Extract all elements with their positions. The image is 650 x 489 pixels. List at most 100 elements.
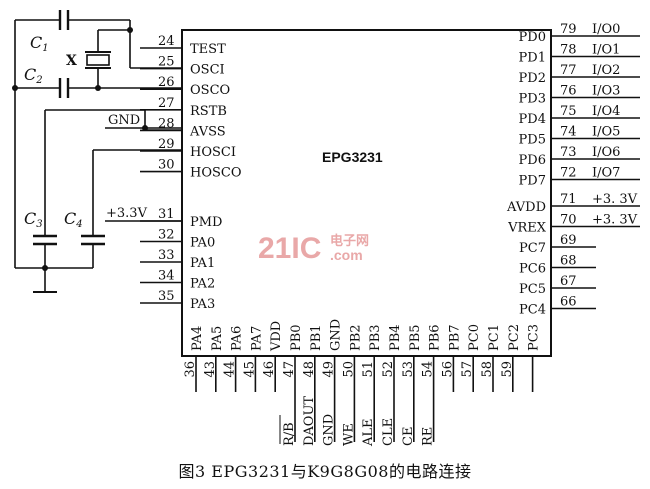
left-pin-number: 35 — [158, 289, 175, 304]
left-pin-number: 27 — [158, 96, 175, 111]
external-circuit — [14, 10, 182, 293]
bottom-pin-name: PB1 — [309, 324, 324, 351]
right-pin-number: 79 — [560, 22, 577, 37]
left-pin-number: 25 — [158, 55, 175, 70]
right-pin-name: PD2 — [519, 71, 546, 86]
right-pin-number: 78 — [560, 43, 577, 58]
left-pin-name: HOSCO — [190, 166, 242, 181]
right-pin-number: 76 — [560, 84, 577, 99]
bottom-pin-number: 50 — [341, 361, 356, 378]
right-pin-signal: I/O1 — [592, 43, 620, 58]
right-pin-name: PD1 — [519, 51, 546, 66]
bottom-pin-name: GND — [329, 319, 344, 351]
c4-label: C4 — [64, 209, 83, 230]
right-pin-signal: I/O4 — [592, 104, 620, 119]
right-pin-name: PC5 — [519, 282, 546, 297]
right-pin-signal: I/O7 — [592, 166, 620, 181]
bottom-pin-name: PC1 — [487, 324, 502, 351]
right-pin-signal: I/O3 — [592, 84, 620, 99]
right-pin-name: PD4 — [519, 112, 546, 127]
c3-label: C3 — [24, 209, 43, 230]
left-pin-name: OSCO — [190, 83, 230, 98]
bottom-pin-signal: ALE — [361, 418, 376, 447]
bottom-pin-name: PB7 — [447, 324, 462, 351]
bottom-pin-number: 53 — [401, 361, 416, 378]
bottom-pin-name: PA6 — [230, 326, 245, 351]
bottom-pin-signal: R/B — [282, 422, 297, 446]
right-pin-name: VREX — [507, 221, 547, 236]
right-pin-number: 71 — [560, 192, 577, 207]
left-pin-number: 31 — [158, 207, 175, 222]
right-pin-signal: I/O0 — [592, 22, 620, 37]
left-pin-number: 33 — [158, 248, 175, 263]
bottom-pin-number: 51 — [361, 361, 376, 378]
bottom-pin-number: 54 — [421, 361, 436, 378]
gnd-label: GND — [108, 113, 140, 128]
right-pin-name: PD3 — [519, 92, 546, 107]
junction-dot — [12, 85, 18, 91]
bottom-pin-number: 52 — [381, 361, 396, 378]
left-pin-number: 24 — [158, 34, 175, 49]
junction-dot — [142, 125, 148, 131]
right-pin-number: 73 — [560, 145, 577, 160]
watermark-sub1: 电子网 — [330, 233, 369, 248]
bottom-pin-name: PB3 — [368, 324, 383, 351]
right-pin-number: 72 — [560, 166, 577, 181]
bottom-pin-number: 57 — [460, 361, 475, 378]
bottom-pin-name: PB0 — [289, 324, 304, 351]
bottom-pin-name: PC2 — [507, 324, 522, 351]
right-pin-name: PD6 — [519, 153, 546, 168]
bottom-pin-name: PA5 — [210, 326, 225, 351]
vcc-label: +3.3V — [106, 206, 148, 221]
bottom-pin-name: PC3 — [527, 324, 542, 351]
left-pin-group: 24TEST25OSCI26OSCO27RSTB28AVSS29HOSCI30H… — [140, 34, 242, 312]
c1-label: C1 — [30, 33, 49, 54]
bottom-pin-name: PB6 — [428, 324, 443, 351]
left-pin-number: 30 — [158, 158, 175, 173]
bottom-pin-number: 45 — [242, 361, 257, 378]
watermark-sub2: .com — [330, 247, 363, 263]
right-pin-signal: I/O6 — [592, 145, 620, 160]
right-pin-signal: I/O5 — [592, 125, 620, 140]
bottom-pin-number: 44 — [223, 361, 238, 378]
left-pin-number: 29 — [158, 137, 175, 152]
bottom-pin-name: PB5 — [408, 324, 423, 351]
left-pin-name: PA0 — [190, 236, 215, 251]
bottom-pin-signal: GND — [322, 414, 337, 446]
bottom-pin-number: 56 — [440, 361, 455, 378]
bottom-pin-number: 36 — [183, 361, 198, 378]
left-pin-number: 34 — [158, 269, 175, 284]
bottom-pin-name: PC0 — [467, 324, 482, 351]
right-pin-name: PC7 — [519, 241, 546, 256]
left-pin-name: PMD — [190, 215, 222, 230]
right-pin-name: PD5 — [519, 133, 546, 148]
right-pin-name: PC6 — [519, 262, 546, 277]
right-pin-signal: +3. 3V — [592, 213, 638, 228]
right-pin-number: 70 — [560, 213, 577, 228]
bottom-pin-number: 58 — [480, 361, 495, 378]
bottom-pin-number: 59 — [500, 361, 515, 378]
junction-dot — [95, 85, 101, 91]
right-pin-number: 67 — [560, 274, 577, 289]
crystal-label: X — [66, 53, 77, 69]
left-pin-number: 32 — [158, 228, 175, 243]
bottom-pin-number: 46 — [262, 361, 277, 378]
figure-caption: 图3 EPG3231与K9G8G08的电路连接 — [178, 462, 472, 481]
right-pin-name: PC4 — [519, 303, 546, 318]
watermark-brand: 21IC — [258, 232, 321, 265]
bottom-pin-signal: CLE — [381, 418, 396, 446]
right-pin-number: 74 — [560, 125, 577, 140]
bottom-pin-signal: DAOUT — [302, 396, 317, 446]
bottom-pin-group: PA436PA543PA644PA745VDD46PB047R/BPB148DA… — [183, 319, 542, 447]
crystal-body — [86, 54, 110, 66]
right-pin-number: 68 — [560, 254, 577, 269]
junctions — [12, 27, 148, 271]
bottom-pin-name: PB2 — [348, 324, 363, 351]
right-pin-name: PD7 — [519, 174, 546, 189]
bottom-pin-signal: RE — [421, 427, 436, 446]
left-pin-name: PA3 — [190, 297, 215, 312]
left-pin-name: PA1 — [190, 256, 215, 271]
junction-dot — [42, 265, 48, 271]
